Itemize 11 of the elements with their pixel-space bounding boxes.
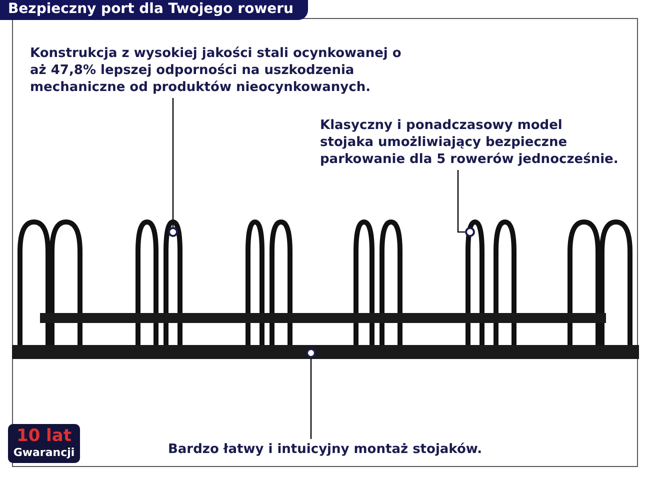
leader-line bbox=[457, 170, 465, 233]
marker-dot bbox=[465, 227, 475, 237]
callout-text: Konstrukcja z wysokiej jakości stali ocynkowanej o aż 47,8% lepszej odporności na uszkodzenia mechaniczne od produktów nieocynkowanych. bbox=[30, 45, 410, 96]
warranty-badge bbox=[8, 424, 80, 463]
warranty-years-text: 10 lat bbox=[15, 427, 72, 446]
warranty-caption-text: Gwarancji bbox=[12, 446, 76, 460]
title-banner: Bezpieczny port dla Twojego roweru bbox=[0, 0, 308, 20]
leader-line bbox=[310, 358, 312, 439]
callout-text: Bardzo łatwy i intuicyjny montaż stojaków. bbox=[168, 441, 508, 458]
callout-text: Klasyczny i ponadczasowy model stojaka umożliwiający bezpieczne parkowanie dla 5 rowerów jednocześnie. bbox=[320, 117, 620, 168]
leader-line bbox=[172, 98, 174, 227]
